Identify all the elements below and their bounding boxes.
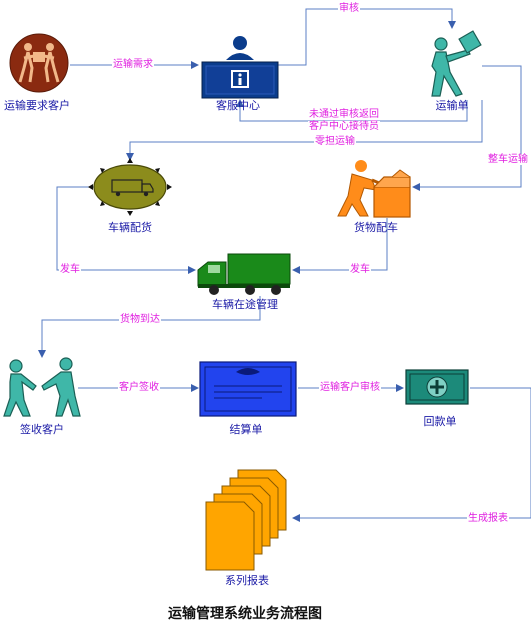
cargo-loading-icon [337,160,411,218]
edge-label-audit-fail-1: 未通过审核返回 [308,109,380,120]
cargo-loading-label: 货物配车 [354,221,398,234]
payment-slip-label: 回款单 [423,415,457,428]
vehicle-in-transit-icon [197,253,291,295]
edge-label-less-than-truckload: 零担运输 [314,136,356,147]
edge-label-depart-right: 发车 [349,264,371,275]
customer-icon [9,33,69,93]
edge-label-full-truckload: 整车运输 [487,154,529,165]
service-center-label: 客服中心 [216,99,260,112]
edge-label-customer-audit: 运输客户审核 [319,382,381,393]
edge-label-goods-arrived: 货物到达 [119,314,161,325]
edge-generate-reports [292,387,531,522]
receiving-customer-icon [3,357,81,417]
edge-full-truckload [412,65,522,191]
edge-depart-right [292,218,388,274]
vehicle-in-transit-label: 车辆在途管理 [212,298,278,311]
edge-depart-left [56,186,196,274]
edge-label-generate-reports: 生成报表 [467,513,509,524]
receiving-customer-label: 签收客户 [20,423,64,436]
reports-icon [205,469,287,571]
vehicle-dispatch-icon [88,158,172,216]
edge-label-depart-left: 发车 [59,264,81,275]
payment-slip-icon [405,369,469,405]
waybill-icon [431,30,482,97]
edge-label-customer-signoff: 客户签收 [118,382,160,393]
reports-label: 系列报表 [225,574,269,587]
statement-icon [199,361,297,417]
edge-label-audit-fail-2: 客户中心接待员 [308,121,380,132]
customer-label: 运输要求客户 [4,99,70,112]
edge-audit [278,8,456,66]
waybill-label: 运输单 [435,99,469,112]
edge-less-than-truckload [126,100,483,161]
vehicle-dispatch-label: 车辆配货 [108,221,152,234]
statement-label: 结算单 [229,423,263,436]
service-center-icon [201,36,279,99]
diagram-title: 运输管理系统业务流程图 [168,606,322,622]
edge-label-audit: 审核 [338,3,360,14]
edge-label-transport-request: 运输需求 [112,59,154,70]
